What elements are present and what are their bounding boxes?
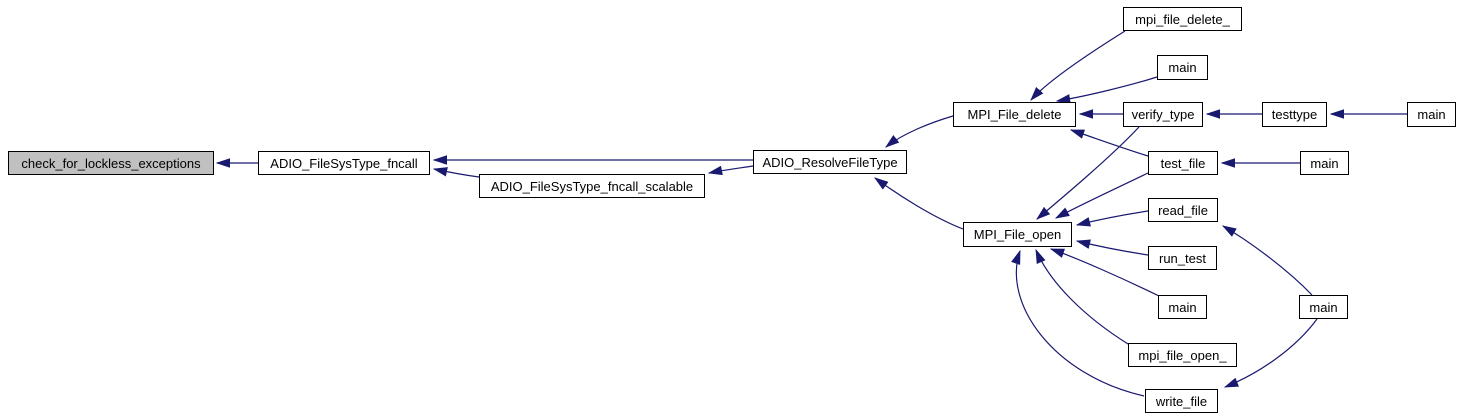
node-read-file[interactable]: read_file [1148,198,1218,222]
node-mpi-file-open[interactable]: MPI_File_open [963,222,1072,247]
edge-resolve-to-scalable [707,165,754,176]
edge-mainmid-to-open [1049,248,1160,297]
node-mpi-file-delete[interactable]: MPI_File_delete [953,102,1076,127]
edge-mainbottomright-to-writefile [1223,318,1318,388]
edge-readfile-to-open [1075,210,1149,227]
edge-scalable-to-fncall [432,167,480,178]
node-main-top[interactable]: main [1157,55,1208,80]
edge-writefile-to-open [1011,249,1145,397]
node-testtype[interactable]: testtype [1262,102,1327,127]
node-mpi-file-open-underscore[interactable]: mpi_file_open_ [1128,343,1237,367]
node-main-bottom-right[interactable]: main [1299,295,1348,319]
node-verify-type[interactable]: verify_type [1123,102,1203,127]
node-main-mid-bottom[interactable]: main [1158,295,1207,319]
edge-mainbottomright-to-readfile [1221,225,1313,296]
node-check-for-lockless-exceptions: check_for_lockless_exceptions [8,151,214,175]
edge-mpifileopen-to-open [1035,248,1129,345]
edge-runtest-to-open [1075,239,1149,256]
node-run-test[interactable]: run_test [1148,246,1217,270]
edge-open-to-resolve [874,177,964,230]
edge-verifytype-to-open [1036,126,1140,220]
node-adio-filesystype-fncall-scalable[interactable]: ADIO_FileSysType_fncall_scalable [479,174,705,198]
edge-delete-to-resolve [885,115,954,148]
node-main-test-file[interactable]: main [1300,151,1349,175]
node-test-file[interactable]: test_file [1148,151,1218,175]
node-write-file[interactable]: write_file [1145,389,1218,413]
node-mpi-file-delete-underscore[interactable]: mpi_file_delete_ [1123,7,1242,31]
node-adio-resolvefiletype[interactable]: ADIO_ResolveFileType [753,150,907,174]
node-adio-filesystype-fncall[interactable]: ADIO_FileSysType_fncall [258,151,430,175]
node-main-far-right[interactable]: main [1407,102,1456,127]
edge-maintop-to-delete [1055,76,1158,104]
edge-mpifiledelete-to-delete [1030,30,1126,101]
edge-testfile-to-open [1054,172,1149,219]
edge-testfile-to-delete [1069,129,1149,157]
